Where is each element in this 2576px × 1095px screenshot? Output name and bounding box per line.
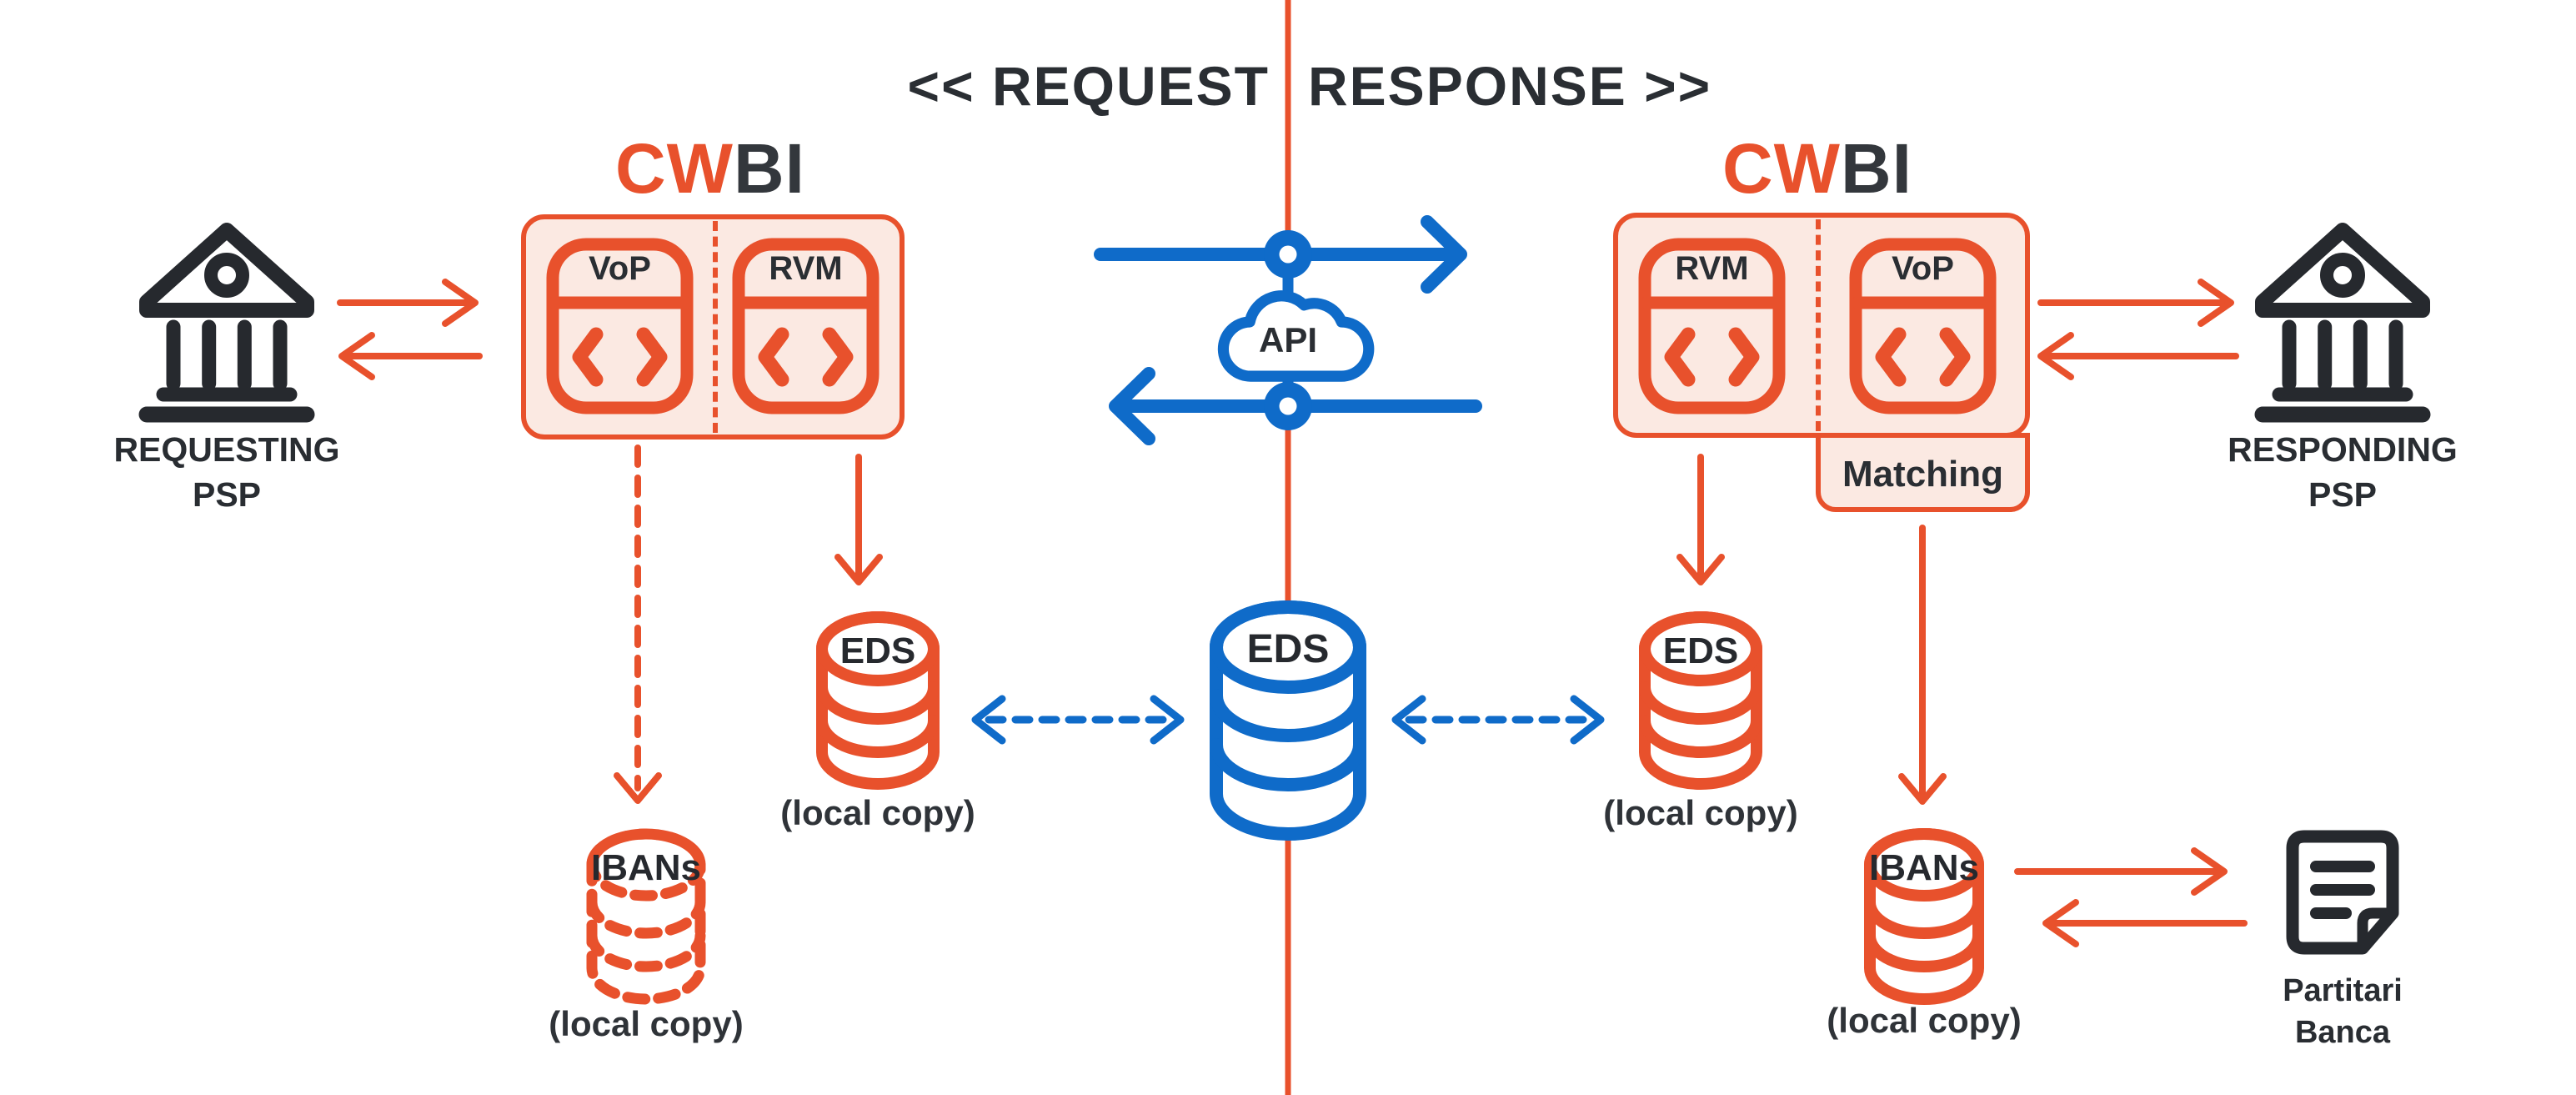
arrow-responding-psp-to-cwbi: [2037, 332, 2239, 380]
requesting-psp-line1: REQUESTING: [113, 430, 340, 469]
matching-label: Matching: [1842, 454, 2004, 495]
arrow-ibans-to-partitari: [2014, 847, 2228, 896]
left-ibans-label: IBANs: [590, 847, 702, 888]
responding-psp-label: RESPONDING PSP: [2193, 427, 2493, 517]
cwbi-right-divider: [1816, 219, 1821, 431]
request-node-icon: [1264, 230, 1312, 279]
api-label: API: [1258, 320, 1317, 359]
right-vop-module-icon: [1849, 238, 1997, 414]
right-ibans-label: IBANs: [1868, 847, 1980, 888]
left-vop-module-label: VoP: [589, 250, 651, 287]
partitari-line2: Banca: [2294, 1015, 2391, 1050]
partitari-line1: Partitari: [2283, 973, 2403, 1008]
right-rvm-module-label: RVM: [1675, 250, 1749, 287]
responding-psp-bank-icon: [2254, 223, 2431, 423]
cwbi-logo-right-bi: BI: [1840, 129, 1912, 208]
header-response-label: RESPONSE >>: [1308, 55, 1712, 117]
responding-psp-line2: PSP: [2308, 475, 2378, 514]
arrow-partitari-to-ibans: [2042, 899, 2248, 947]
left-rvm-module-label: RVM: [769, 250, 843, 287]
response-node-icon: [1264, 382, 1312, 430]
arrow-requesting-psp-to-cwbi: [337, 279, 479, 327]
requesting-psp-label: REQUESTING PSP: [77, 427, 377, 517]
arrow-matching-to-ibans: [1898, 525, 1947, 805]
central-eds-database-icon: [1210, 600, 1366, 841]
arrow-cwbi-to-requesting-psp: [338, 332, 483, 380]
left-eds-database-icon: [816, 611, 940, 790]
cwbi-logo-left-bi: BI: [733, 129, 805, 208]
eds-sync-connector-left: [971, 695, 1185, 745]
responding-psp-line1: RESPONDING: [2228, 430, 2458, 469]
right-ibans-database-icon: [1864, 828, 1984, 1005]
matching-box: [1816, 433, 2030, 512]
arrow-cwbi-to-responding-psp: [2037, 279, 2234, 327]
arrow-right-rvm-to-eds: [1676, 454, 1725, 585]
right-eds-database-icon: [1639, 611, 1762, 790]
left-vop-module-icon: [546, 238, 694, 414]
left-ibans-caption: (local copy): [549, 1004, 744, 1043]
cwbi-logo-right: CWBI: [1651, 133, 1984, 203]
arrow-left-rvm-to-eds: [834, 454, 883, 585]
cwbi-logo-left: CWBI: [544, 133, 877, 203]
right-eds-caption: (local copy): [1603, 793, 1798, 832]
partitari-banca-label: Partitari Banca: [2218, 970, 2468, 1053]
left-ibans-database-icon: [586, 828, 706, 1005]
right-eds-label: EDS: [1662, 630, 1739, 671]
left-eds-label: EDS: [839, 630, 916, 671]
partitari-banca-document-icon: [2286, 830, 2399, 955]
api-cloud-icon: [1217, 290, 1375, 382]
central-eds-label: EDS: [1246, 627, 1330, 671]
requesting-psp-bank-icon: [138, 223, 315, 423]
cwbi-logo-right-cw: CW: [1722, 129, 1841, 208]
right-rvm-module-icon: [1638, 238, 1786, 414]
cwbi-left-divider: [713, 221, 718, 433]
requesting-psp-line2: PSP: [192, 475, 262, 514]
arrow-left-vop-to-ibans: [614, 445, 662, 804]
cwbi-logo-left-cw: CW: [615, 129, 734, 208]
eds-sync-connector-right: [1391, 695, 1605, 745]
left-eds-caption: (local copy): [780, 793, 975, 832]
left-rvm-module-icon: [732, 238, 880, 414]
right-vop-module-label: VoP: [1892, 250, 1954, 287]
header-request-label: << REQUEST: [907, 55, 1270, 117]
right-ibans-caption: (local copy): [1827, 1001, 2022, 1040]
